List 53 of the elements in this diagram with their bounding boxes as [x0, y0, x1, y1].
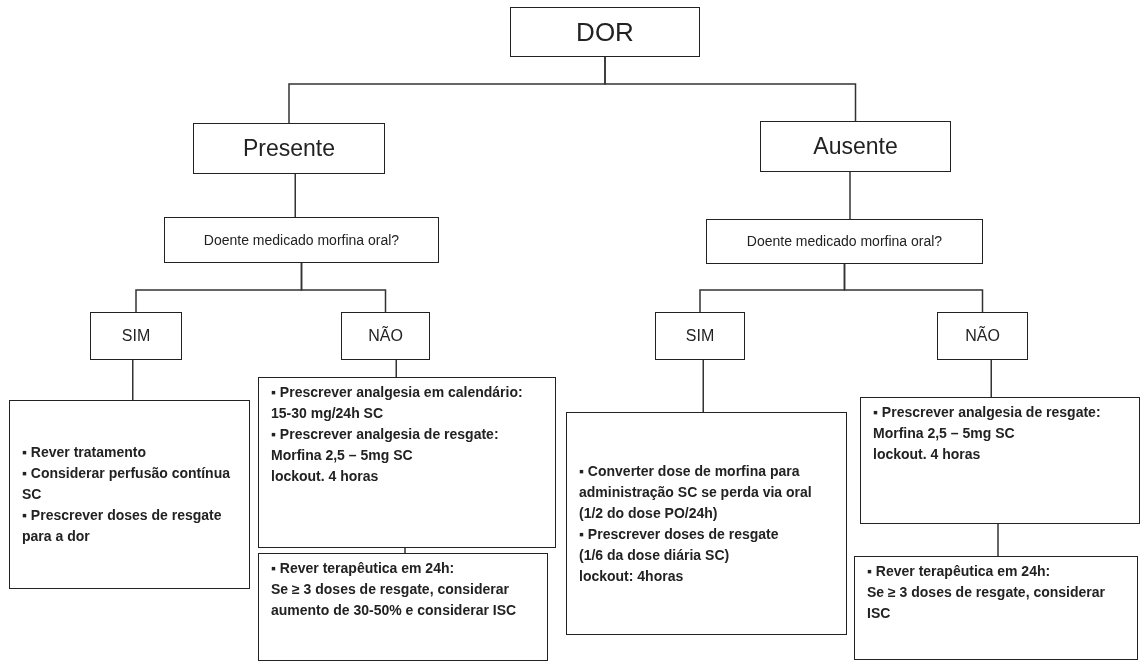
action-box	[860, 397, 1140, 524]
connector-line	[604, 56, 857, 122]
action-box	[854, 556, 1138, 660]
connector-line	[294, 173, 296, 218]
box-text: (1/2 do dose PO/24h)	[579, 503, 718, 523]
box-text: ▪ Prescrever analgesia de resgate:	[271, 425, 499, 444]
box-text: ▪ Converter dose de morfina para administração SC se perda via oral	[579, 461, 813, 502]
connector-line	[132, 359, 134, 401]
box-text: NÃO	[965, 325, 1000, 346]
box-text: ▪ Prescrever doses de resgate	[579, 524, 779, 544]
box-text: (1/6 da dose diária SC)	[579, 545, 730, 565]
box-text: DOR	[576, 15, 634, 49]
box-text: lockout. 4 horas	[271, 467, 379, 486]
box-text: Doente medicado morfina oral?	[746, 232, 943, 251]
connector-line	[300, 262, 387, 313]
box-text: Se ≥ 3 doses de resgate, considerar aumento de 30-50% e considerar ISC	[271, 580, 518, 620]
flow-box	[90, 312, 182, 360]
box-text: Presente	[242, 134, 336, 164]
box-text: Se ≥ 3 doses de resgate, considerar ISC	[867, 583, 1106, 623]
box-text: ▪ Rever tratamento	[22, 443, 146, 462]
question-box	[164, 217, 439, 263]
action-box	[258, 377, 556, 548]
connector-line	[843, 263, 984, 313]
box-text: lockout: 4horas	[579, 566, 684, 586]
box-text: SIM	[685, 326, 715, 346]
box-text: lockout. 4 horas	[873, 445, 981, 464]
box-text: Doente medicado morfina oral?	[203, 230, 400, 250]
box-text: ▪ Rever terapêutica em 24h:	[271, 559, 455, 578]
box-text: ▪ Rever terapêutica em 24h:	[867, 562, 1051, 581]
question-box	[706, 219, 983, 264]
box-text: ▪ Considerar perfusão contínua SC	[22, 464, 231, 504]
action-box	[258, 553, 548, 661]
box-text: SIM	[121, 326, 151, 346]
box-text: Ausente	[813, 132, 898, 162]
connector-line	[990, 359, 992, 398]
flow-box	[193, 123, 385, 174]
box-text: ▪ Prescrever analgesia de resgate:	[873, 403, 1101, 422]
box-text: ▪ Prescrever doses de resgate para a dor	[22, 506, 223, 546]
flow-box	[655, 312, 745, 360]
connector-line	[997, 523, 999, 557]
action-box	[9, 400, 250, 589]
flow-box	[341, 312, 430, 360]
flow-box	[937, 312, 1028, 360]
flow-box	[760, 121, 951, 172]
connector-line	[404, 547, 406, 554]
box-text: Morfina 2,5 – 5mg SC	[873, 424, 1015, 443]
connector-line	[702, 359, 704, 413]
flow-box	[510, 7, 700, 57]
box-text: NÃO	[368, 325, 403, 346]
connector-line	[849, 171, 851, 220]
box-text: Morfina 2,5 – 5mg SC	[271, 446, 413, 465]
action-box	[566, 412, 847, 635]
box-text: ▪ Prescrever analgesia em calendário: 15-30 mg/24h SC	[271, 383, 524, 423]
